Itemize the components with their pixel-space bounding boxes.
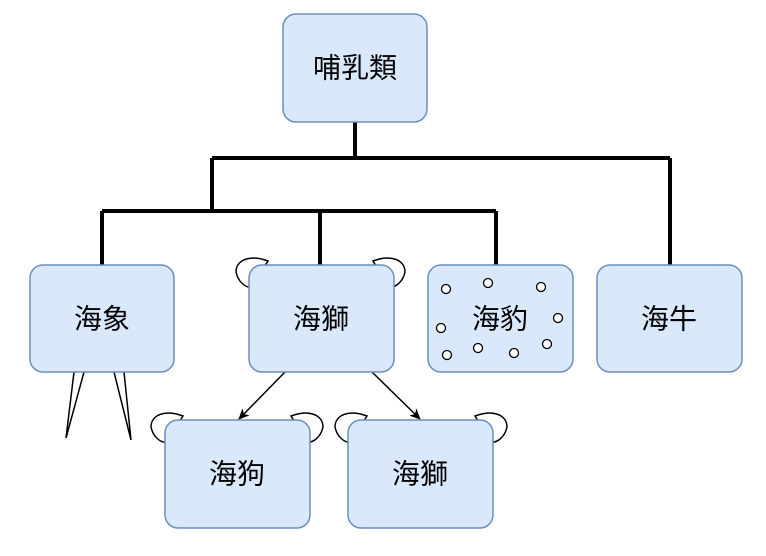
spot-icon bbox=[552, 312, 564, 324]
spot-icon bbox=[482, 277, 494, 289]
spot-icon bbox=[472, 342, 484, 354]
spot-icon bbox=[441, 349, 453, 361]
arrows bbox=[238, 371, 421, 420]
node-root-label: 哺乳類 bbox=[313, 52, 397, 85]
node-sealion-2-label: 海獅 bbox=[392, 458, 448, 491]
spot-icon bbox=[508, 347, 520, 359]
connectors bbox=[100, 122, 672, 265]
node-walrus-box bbox=[29, 264, 175, 373]
seal-spots bbox=[435, 277, 564, 361]
node-seal-box bbox=[427, 264, 574, 373]
spot-icon bbox=[435, 322, 447, 334]
node-seal-label: 海豹 bbox=[472, 303, 528, 336]
node-sealion-2-box bbox=[347, 419, 494, 529]
node-sealion-box bbox=[248, 264, 395, 373]
node-root-box bbox=[282, 13, 428, 123]
spot-icon bbox=[440, 283, 452, 295]
node-fur-seal-box bbox=[164, 419, 311, 529]
spot-icon bbox=[541, 338, 553, 350]
arrow-to-sealion-2 bbox=[371, 371, 421, 420]
node-sealion-label: 海獅 bbox=[293, 303, 349, 336]
labels: 哺乳類 海象 海獅 海豹 海牛 海狗 海獅 bbox=[74, 52, 697, 491]
nodes bbox=[29, 13, 743, 529]
tusk-icon bbox=[65, 371, 85, 439]
node-walrus-label: 海象 bbox=[74, 303, 130, 336]
spot-icon bbox=[535, 281, 547, 293]
node-fur-seal-label: 海狗 bbox=[209, 458, 265, 491]
node-seacow-label: 海牛 bbox=[641, 303, 697, 336]
tusk-icon bbox=[113, 371, 132, 441]
node-seacow-box bbox=[596, 264, 743, 373]
arrow-to-fur-seal bbox=[238, 371, 286, 420]
tusks bbox=[65, 371, 132, 441]
